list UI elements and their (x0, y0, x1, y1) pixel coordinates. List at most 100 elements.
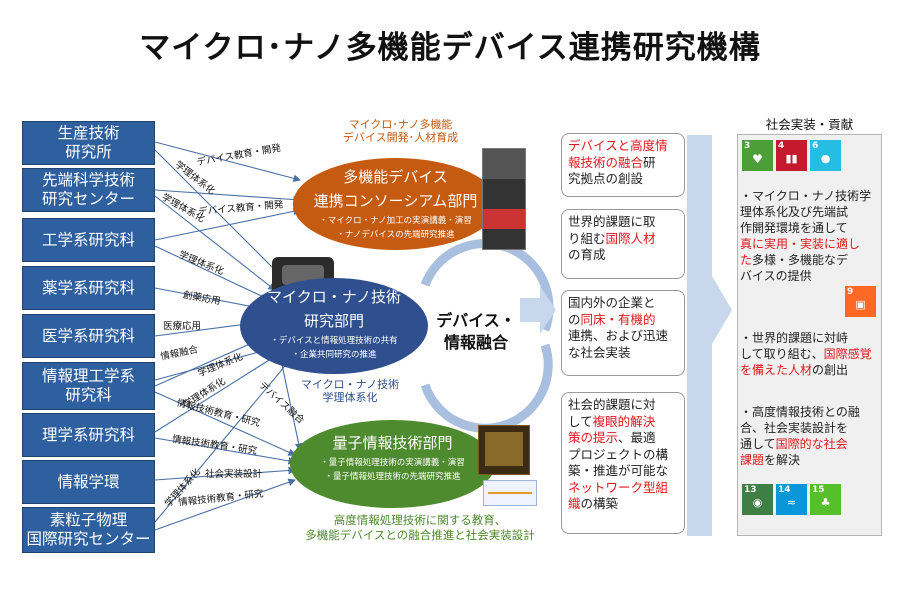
source-iii[interactable]: 情報学環 (22, 460, 155, 504)
consortium-caption: マイクロ･ナノ多機能 デバイス開発･人材育成 (318, 118, 483, 144)
impact-line: を解決 (764, 453, 801, 467)
fusion-line2: 情報融合 (443, 333, 508, 352)
brochure-image (482, 148, 526, 250)
quantum-circuit-image (483, 480, 537, 506)
impact-line: 作開発環境を通して (740, 221, 848, 235)
objective-text: の構築 (580, 496, 619, 511)
panel-heading: 社会実装・貢献 (765, 117, 854, 132)
source-seisan-giken[interactable]: 生産技術研究所 (22, 121, 155, 165)
caption-line2: 学理体系化 (322, 391, 378, 404)
source-line2: 国際研究センター (26, 530, 151, 548)
fusion-line1: デバイス・ (436, 311, 516, 330)
objective-box[interactable]: 社会的課題に対 して複眼的解決 策の提示、最適 プロジェクトの構 築・推進が可能… (561, 392, 685, 534)
quantum-division[interactable]: 量子情報技術部門 ・量子情報処理技術の実演講義・演習 ・量子情報処理技術の先端研… (290, 420, 495, 508)
impact-line: バイスの提供 (740, 269, 812, 283)
fish-icon: 14≈ (776, 484, 807, 515)
caption-line2: デバイス開発･人材育成 (342, 131, 459, 144)
source-line1: 薬学系研究科 (41, 278, 135, 297)
sdg-number: 3 (744, 141, 751, 151)
consortium-title-line2: 連携コンソーシアム部門 (313, 192, 478, 210)
impact-line: ・マイクロ・ナノ技術学 (740, 189, 872, 203)
objective-text: 国内外の企業と (568, 295, 656, 310)
bottom-caption-line2: 多機能デバイスとの融合推進と社会実装設計 (305, 528, 535, 542)
caption-line1: マイクロ･ナノ多機能 (348, 118, 453, 131)
source-engineering[interactable]: 工学系研究科 (22, 218, 155, 262)
impact-line: して取り組む、 (740, 347, 824, 361)
source-icepp[interactable]: 素粒子物理国際研究センター (22, 507, 155, 553)
objective-text: 連携、および迅速 (568, 328, 669, 343)
water-drop-icon: 6● (810, 140, 841, 171)
consortium-title-line1: 多機能デバイス (343, 168, 448, 186)
impact-line: ・世界的課題に対峙 (740, 331, 849, 345)
objective-text-red: 複眼的解決 (592, 413, 656, 429)
caption-line1: マイクロ・ナノ技術 (300, 378, 400, 391)
impact-line: 合、社会実装設計を (740, 421, 849, 435)
objective-box[interactable]: 世界的課題に取 り組む国際人材 の育成 (561, 209, 685, 279)
objective-text: 社会的課題に対 (568, 397, 656, 412)
micronano-title-line1: マイクロ・ナノ技術 (267, 288, 401, 306)
quantum-bullet1: ・量子情報処理技術の実演講義・演習 (320, 458, 465, 468)
sdg-number: 15 (812, 485, 825, 495)
source-line2: 研究センター (41, 190, 135, 208)
objective-text: 築・推進が可能な (568, 463, 669, 478)
sdg-number: 14 (778, 485, 791, 495)
sdg-number: 13 (744, 485, 757, 495)
source-line1: 情報理工学系 (41, 367, 135, 385)
impact-line-red: を備えた人材 (740, 363, 813, 377)
consortium-bullet2: ・ナノデバイスの先端研究推進 (336, 230, 455, 240)
objective-text: プロジェクトの構 (568, 446, 669, 462)
sdg-number: 9 (847, 287, 854, 297)
objective-text-red: 国際人材 (605, 230, 656, 246)
bottom-caption-line1: 高度情報処理技術に関する教育、 (333, 513, 507, 527)
source-rcast[interactable]: 先端科学技術研究センター (22, 168, 155, 212)
source-line1: 生産技術 (57, 124, 120, 142)
bottom-caption: 高度情報処理技術に関する教育、 多機能デバイスとの融合推進と社会実装設計 (275, 513, 565, 543)
impact-panel (737, 134, 882, 536)
objective-text: 究拠点の創設 (568, 171, 644, 186)
source-pharma[interactable]: 薬学系研究科 (22, 266, 155, 310)
consortium-division[interactable]: 多機能デバイス 連携コンソーシアム部門 ・マイクロ・ナノ加工の実演講義・演習 ・… (293, 158, 498, 250)
arrow-label: 社会実装設計 (205, 469, 263, 480)
eye-globe-icon: 13◉ (742, 484, 773, 515)
objective-box[interactable]: デバイスと高度情 報技術の融合研 究拠点の創設 (561, 133, 685, 197)
impact-text-2: ・世界的課題に対峙 して取り組む、国際感覚 を備えた人材の創出 (740, 330, 880, 378)
source-line1: 医学系研究科 (41, 326, 135, 345)
source-line1: 情報学環 (57, 472, 120, 491)
objective-text-red: デバイスと高度情 (568, 138, 668, 153)
objective-box[interactable]: 国内外の企業と の同床・有機的 連携、および迅速 な社会実装 (561, 290, 685, 376)
objective-text-red: 策の提示 (568, 430, 619, 445)
impact-line-red: 真に実用・実装に適し (740, 237, 861, 251)
source-line2: 研究所 (65, 143, 112, 161)
micronano-caption: マイクロ・ナノ技術 学理体系化 (275, 378, 425, 404)
micronano-title-line2: 研究部門 (303, 312, 364, 330)
objective-text-red: 織 (568, 496, 581, 511)
arrow-label: 医療応用 (163, 321, 202, 332)
consortium-bullet1: ・マイクロ・ナノ加工の実演講義・演習 (319, 216, 472, 226)
impact-text-3: ・高度情報技術との融 合、社会実装設計を 通して国際的な社会 課題を解決 (740, 404, 880, 468)
objective-text-red: 同床・有機的 (580, 311, 656, 327)
micronano-bullet1: ・デバイスと情報処理技術の共有 (270, 336, 398, 346)
book-icon: 4▮▮ (776, 140, 807, 171)
impact-line: ・高度情報技術との融 (740, 405, 860, 419)
impact-line: 多様・多機能なデ (752, 253, 849, 267)
source-line2: 研究科 (65, 386, 112, 404)
impact-line-red: 国際的な社会 (775, 437, 848, 451)
objective-text: な社会実装 (568, 344, 631, 360)
fusion-label: デバイス・ 情報融合 (432, 310, 520, 354)
objective-text: 世界的課題に取 (568, 214, 656, 229)
impact-line-red: 国際感覚 (823, 347, 872, 361)
sdg-number: 6 (812, 141, 819, 151)
source-line1: 先端科学技術 (41, 171, 135, 189)
page-title: マイクロ･ナノ多機能デバイス連携研究機構 (139, 30, 761, 66)
impact-line: 通して (740, 437, 776, 451)
objective-text: の育成 (568, 247, 606, 262)
source-science[interactable]: 理学系研究科 (22, 413, 155, 457)
impact-line-red: た (740, 253, 753, 267)
source-medicine[interactable]: 医学系研究科 (22, 314, 155, 358)
micronano-bullet2: ・企業共同研究の推進 (291, 350, 377, 360)
sdg-number: 4 (778, 141, 785, 151)
heartbeat-icon: 3♥ (742, 140, 773, 171)
micronano-division[interactable]: マイクロ・ナノ技術 研究部門 ・デバイスと情報処理技術の共有 ・企業共同研究の推… (240, 278, 428, 374)
source-ist[interactable]: 情報理工学系研究科 (22, 362, 155, 410)
